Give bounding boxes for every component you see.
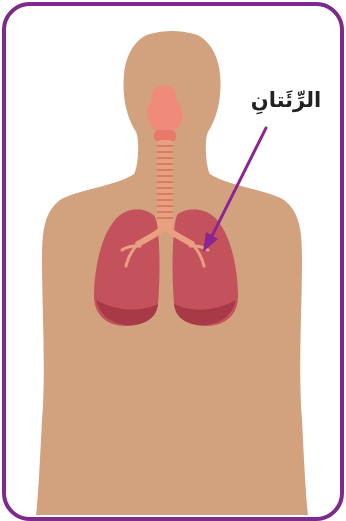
trachea [157,140,173,228]
lungs-label: الرِّئَتانِ [246,88,326,112]
